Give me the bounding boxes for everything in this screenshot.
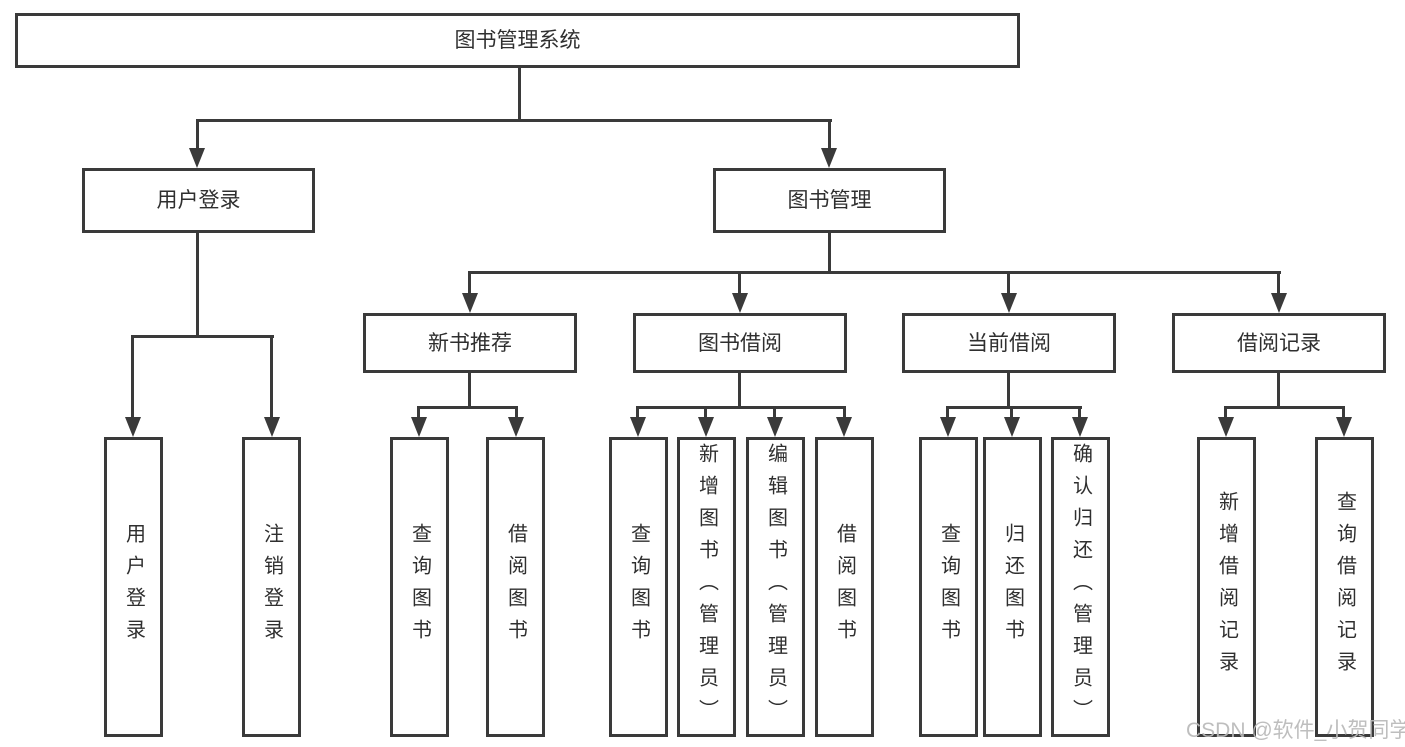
leaf-add-book-admin: 新增图书（管理员） — [677, 437, 736, 737]
connector-line — [773, 406, 776, 420]
connector-line — [946, 406, 1082, 409]
arrow-down-icon — [1004, 417, 1020, 437]
connector-line — [843, 406, 846, 420]
connector-line — [946, 406, 949, 420]
arrow-down-icon — [940, 417, 956, 437]
connector-line — [417, 406, 518, 409]
connector-line — [1224, 406, 1227, 420]
connector-line — [468, 271, 471, 295]
connector-line — [1007, 271, 1010, 295]
connector-line — [468, 271, 1281, 274]
node-borrow-records: 借阅记录 — [1172, 313, 1386, 373]
connector-line — [636, 406, 846, 409]
connector-line — [468, 373, 471, 409]
arrow-down-icon — [732, 293, 748, 313]
leaf-return-book: 归还图书 — [983, 437, 1042, 737]
arrow-down-icon — [821, 148, 837, 168]
connector-line — [131, 335, 134, 420]
connector-line — [417, 406, 420, 420]
leaf-query-book-current: 查询图书 — [919, 437, 978, 737]
connector-line — [196, 119, 832, 122]
leaf-borrow-book: 借阅图书 — [815, 437, 874, 737]
node-user-login: 用户登录 — [82, 168, 315, 233]
connector-line — [270, 335, 273, 420]
arrow-down-icon — [1218, 417, 1234, 437]
connector-line — [1007, 373, 1010, 409]
leaf-add-borrow-record: 新增借阅记录 — [1197, 437, 1256, 737]
arrow-down-icon — [411, 417, 427, 437]
connector-line — [1010, 406, 1013, 420]
connector-line — [1342, 406, 1345, 420]
connector-line — [1277, 373, 1280, 409]
node-current-borrow: 当前借阅 — [902, 313, 1116, 373]
node-book-borrow: 图书借阅 — [633, 313, 847, 373]
connector-line — [131, 335, 274, 338]
arrow-down-icon — [698, 417, 714, 437]
arrow-down-icon — [1271, 293, 1287, 313]
csdn-watermark: CSDN @软件_小贺同学 — [1186, 719, 1405, 742]
leaf-query-book-recommend: 查询图书 — [390, 437, 449, 737]
connector-line — [196, 233, 199, 338]
arrow-down-icon — [462, 293, 478, 313]
arrow-down-icon — [767, 417, 783, 437]
arrow-down-icon — [1336, 417, 1352, 437]
connector-line — [828, 119, 831, 151]
connector-line — [196, 119, 199, 151]
node-book-management: 图书管理 — [713, 168, 946, 233]
leaf-logout: 注销登录 — [242, 437, 301, 737]
connector-line — [828, 233, 831, 274]
leaf-confirm-return-admin: 确认归还（管理员） — [1051, 437, 1110, 737]
arrow-down-icon — [508, 417, 524, 437]
leaf-borrow-book-recommend: 借阅图书 — [486, 437, 545, 737]
connector-line — [738, 373, 741, 409]
arrow-down-icon — [264, 417, 280, 437]
leaf-query-borrow-record: 查询借阅记录 — [1315, 437, 1374, 737]
node-new-book-recommend: 新书推荐 — [363, 313, 577, 373]
leaf-user-login: 用户登录 — [104, 437, 163, 737]
arrow-down-icon — [125, 417, 141, 437]
arrow-down-icon — [189, 148, 205, 168]
arrow-down-icon — [630, 417, 646, 437]
connector-line — [738, 271, 741, 295]
connector-line — [1277, 271, 1280, 295]
leaf-edit-book-admin: 编辑图书（管理员） — [746, 437, 805, 737]
arrow-down-icon — [1001, 293, 1017, 313]
leaf-query-book-borrow: 查询图书 — [609, 437, 668, 737]
connector-line — [518, 68, 521, 122]
connector-line — [1224, 406, 1345, 409]
connector-line — [1078, 406, 1081, 420]
arrow-down-icon — [1072, 417, 1088, 437]
arrow-down-icon — [836, 417, 852, 437]
connector-line — [515, 406, 518, 420]
connector-line — [636, 406, 639, 420]
node-root-system: 图书管理系统 — [15, 13, 1020, 68]
connector-line — [704, 406, 707, 420]
